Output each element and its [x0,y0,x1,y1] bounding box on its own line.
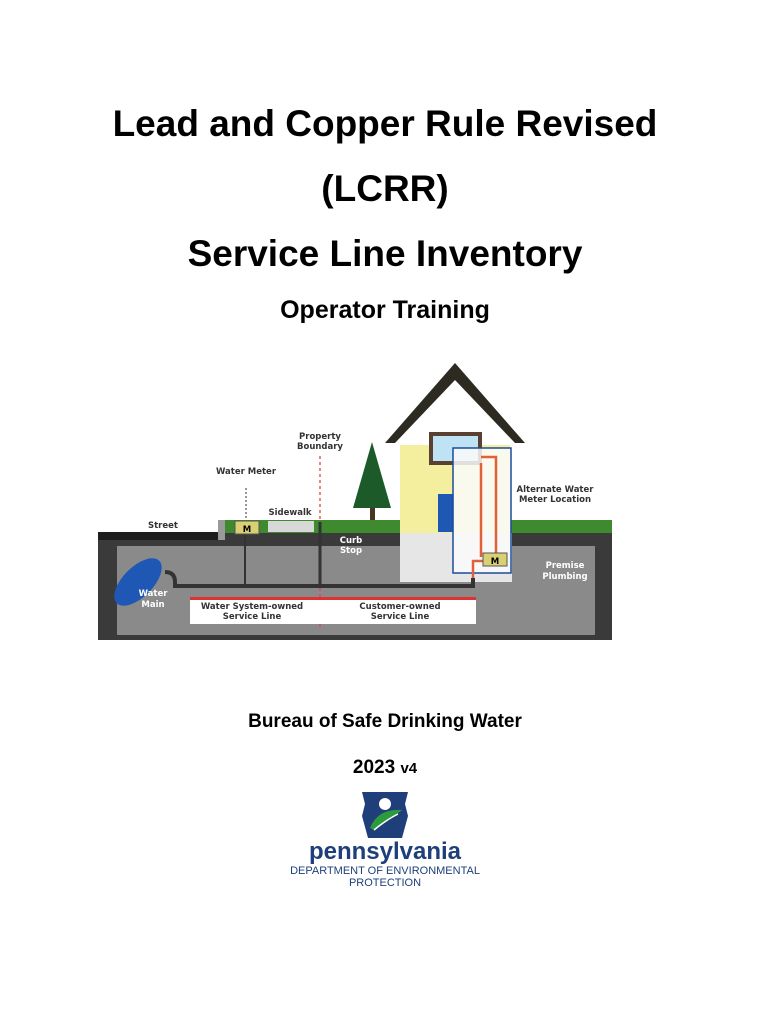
svg-text:Meter Location: Meter Location [519,495,591,505]
svg-text:Service Line: Service Line [223,612,282,622]
version: v4 [400,760,418,777]
svg-text:Water: Water [139,589,169,599]
keystone-logo-icon [362,792,408,838]
svg-text:M: M [491,557,499,567]
pennsylvania-wordmark: pennsylvania [308,838,462,865]
svg-text:Water Meter: Water Meter [216,467,277,477]
svg-text:M: M [243,525,251,535]
tree-icon [353,442,391,520]
house-icon: M [385,363,525,582]
dept-line-2: PROTECTION [348,877,422,889]
bureau-name: Bureau of Safe Drinking Water [248,711,522,732]
service-line-diagram: M M Property Boundary Water Meter Sidewa… [98,363,612,640]
curb [218,520,225,540]
sidewalk [268,521,314,532]
svg-text:Stop: Stop [340,546,362,556]
svg-text:Main: Main [141,600,164,610]
street-surface [98,532,218,540]
svg-text:Water System-owned: Water System-owned [201,602,303,612]
svg-text:Boundary: Boundary [297,442,343,452]
svg-text:Curb: Curb [340,536,363,546]
title-line-2: (LCRR) [321,168,449,209]
svg-text:Service Line: Service Line [371,612,430,622]
year: 2023 [352,757,396,778]
svg-text:Street: Street [148,521,178,531]
subtitle: Operator Training [280,296,490,324]
svg-text:Premise: Premise [546,561,585,571]
dept-line-1: DEPARTMENT OF ENVIRONMENTAL [290,865,480,877]
title-line-1: Lead and Copper Rule Revised [112,103,658,144]
title-line-3: Service Line Inventory [187,233,583,274]
svg-text:Customer-owned: Customer-owned [359,602,440,612]
water-meter-icon [234,520,260,535]
svg-text:Property: Property [299,432,341,442]
edition: 2023 v4 [0,757,770,779]
water-main-pipe [114,558,162,606]
svg-text:Alternate Water: Alternate Water [517,485,595,495]
svg-text:Sidewalk: Sidewalk [268,508,311,518]
service-pipe [164,570,475,588]
svg-text:Plumbing: Plumbing [542,572,587,582]
